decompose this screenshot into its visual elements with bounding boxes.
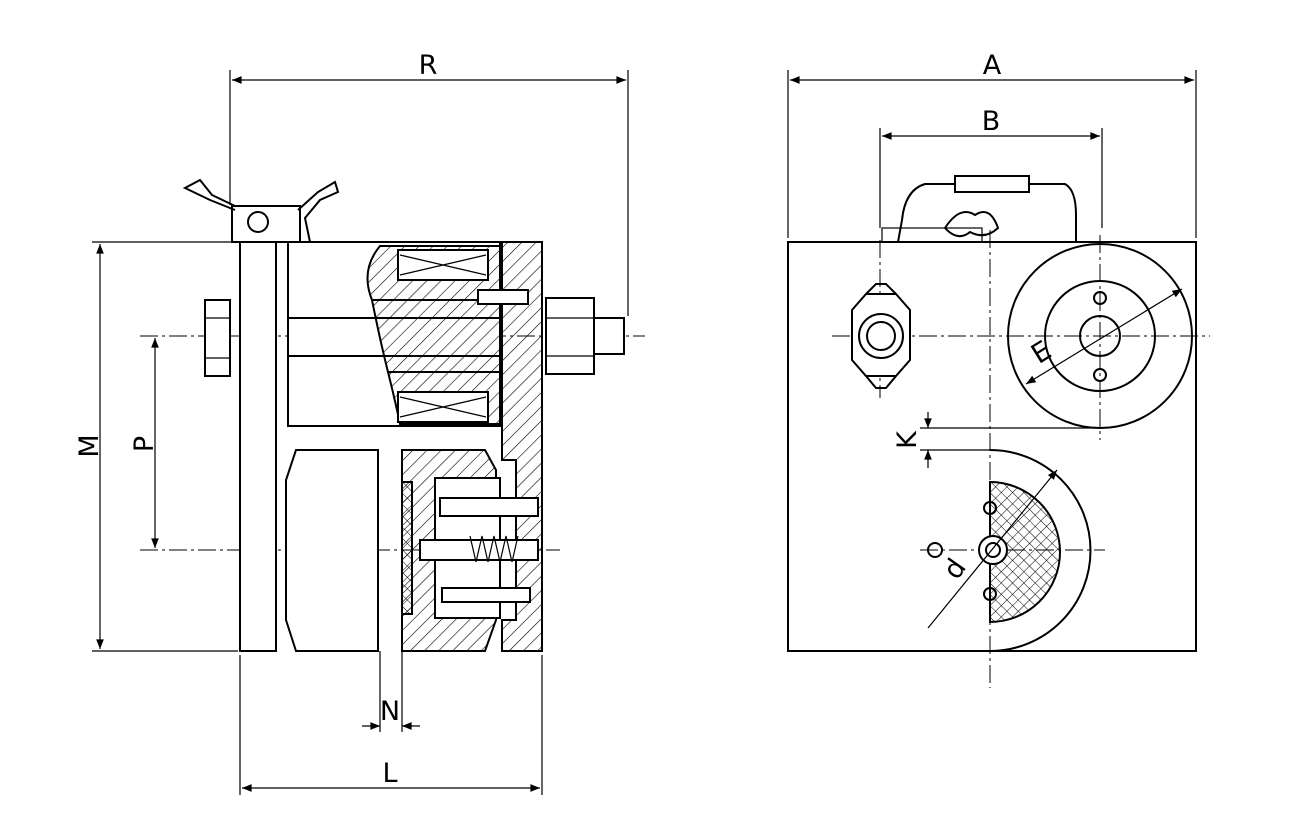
right-hex-nut — [545, 297, 595, 375]
release-bracket — [231, 205, 301, 243]
dimension-A-label: A — [983, 50, 1002, 81]
guide-pin — [439, 497, 539, 517]
compression-spring — [469, 535, 519, 563]
release-lever-right — [297, 180, 340, 243]
dimension-M-label: M — [74, 434, 105, 457]
release-cam — [943, 211, 1000, 238]
dimension-P-label: P — [129, 436, 160, 452]
friction-pad — [285, 449, 379, 652]
dimension-R-label: R — [419, 50, 438, 81]
dimension-L-label: L — [382, 758, 397, 789]
dimension-d-line — [927, 469, 1058, 629]
dimension-E-line — [1025, 288, 1183, 385]
dimension-B-label: B — [982, 106, 1001, 137]
dimension-K-label: K — [892, 430, 923, 449]
release-handle-arm-right — [1029, 183, 1077, 242]
release-handle-arm-left — [897, 183, 955, 243]
lever-base — [881, 227, 983, 243]
side-section-view: R M P N L — [74, 50, 645, 795]
dimension-N-label: N — [380, 696, 400, 727]
wear-liner — [401, 481, 413, 615]
threaded-stud — [593, 317, 625, 355]
release-lever-left — [182, 178, 236, 211]
core-section — [370, 299, 501, 373]
fixing-screw — [477, 289, 529, 305]
release-handle-grip — [954, 175, 1030, 193]
adjust-hole — [927, 542, 943, 558]
front-view: E d K A — [787, 50, 1210, 688]
friction-segment — [989, 480, 1061, 624]
armature-plate — [239, 241, 277, 652]
front-hex-nut — [851, 293, 911, 377]
lower-arc-outer — [989, 449, 1092, 652]
lower-pin — [441, 587, 531, 603]
left-hex-nut — [204, 299, 231, 377]
